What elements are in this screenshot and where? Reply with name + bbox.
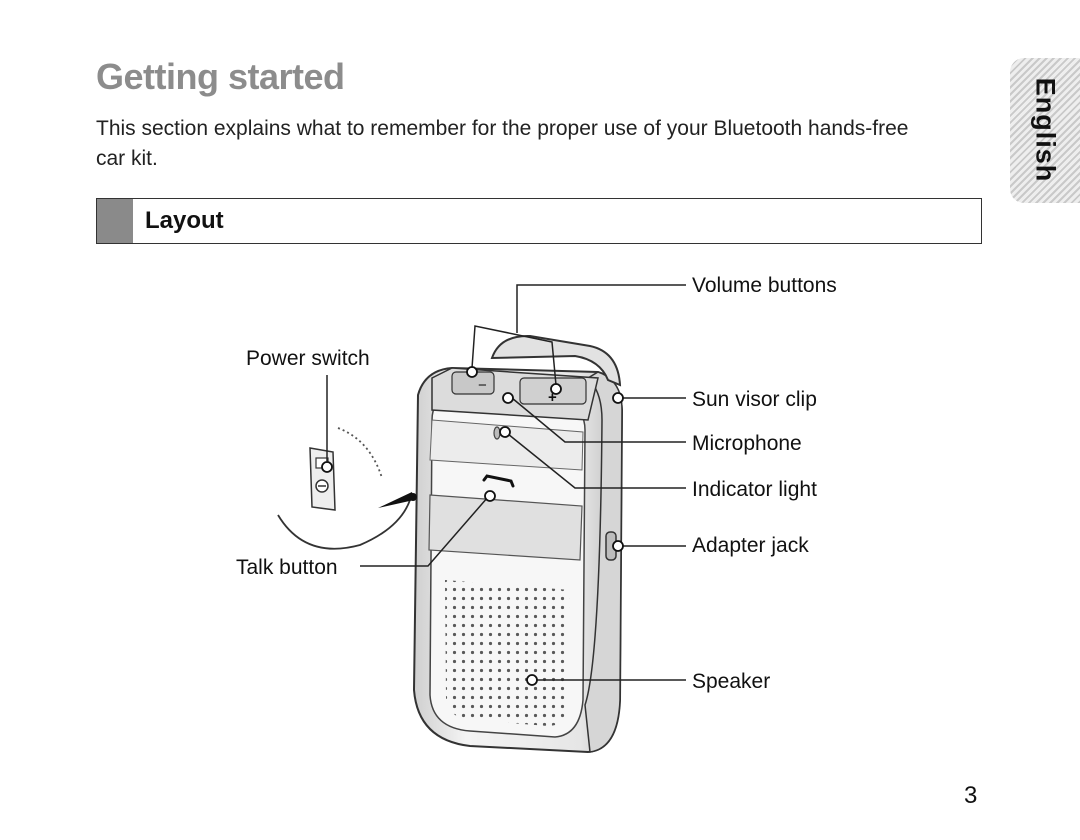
talk-button-icon: [482, 474, 515, 488]
section-header: Layout: [96, 198, 982, 244]
section-title: Layout: [145, 207, 224, 234]
leader-dots: [466, 366, 624, 686]
label-speaker: Speaker: [692, 670, 770, 693]
volume-down-glyph: −: [478, 377, 487, 394]
sun-visor-clip: [490, 334, 622, 387]
indicator-light: [493, 426, 501, 440]
label-sun-visor-clip: Sun visor clip: [692, 388, 817, 411]
talk-button[interactable]: [428, 494, 583, 561]
language-tab: English: [1010, 58, 1080, 203]
label-power-switch: Power switch: [246, 347, 370, 370]
label-volume-buttons: Volume buttons: [692, 274, 837, 297]
leader-lines: [326, 284, 686, 681]
label-indicator-light: Indicator light: [692, 478, 817, 501]
intro-paragraph: This section explains what to remember f…: [96, 117, 909, 170]
label-talk-button: Talk button: [236, 556, 338, 579]
power-switch[interactable]: [321, 461, 333, 473]
speaker-grill: [445, 580, 570, 726]
page-number: 3: [964, 782, 978, 809]
face-upper-panel: [429, 419, 584, 471]
power-switch-inset: [277, 427, 417, 550]
label-microphone: Microphone: [692, 432, 802, 455]
section-header-swatch: [97, 199, 133, 243]
volume-up-glyph: +: [548, 389, 557, 406]
label-adapter-jack: Adapter jack: [692, 534, 809, 557]
page-title: Getting started: [96, 56, 345, 97]
